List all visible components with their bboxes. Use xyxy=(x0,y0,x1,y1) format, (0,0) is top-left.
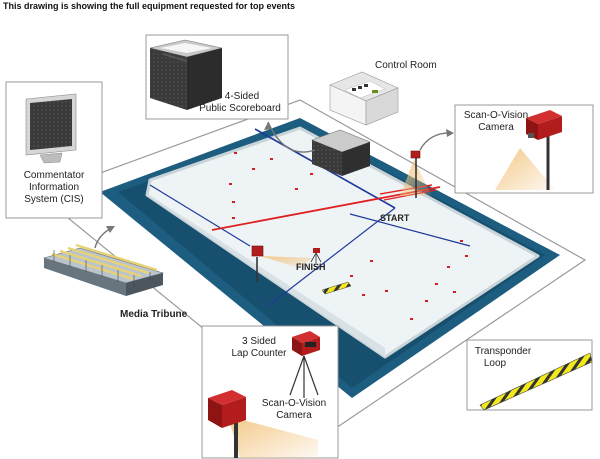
blue-line-3 xyxy=(267,207,396,307)
lap-counter-label-2: Lap Counter xyxy=(231,348,287,359)
lap-counter-callout xyxy=(201,325,339,459)
media-tribune-label: Media Tribune xyxy=(120,309,188,320)
control-room-label: Control Room xyxy=(375,60,437,71)
cis-label-2: Information xyxy=(28,182,80,193)
start-camera xyxy=(410,150,421,159)
ice-surface xyxy=(145,126,540,359)
control-room xyxy=(329,71,399,126)
scoreboard-callout xyxy=(145,34,289,120)
start-label: START xyxy=(380,213,410,223)
media-tribune-seats xyxy=(42,243,165,296)
transponder-callout xyxy=(466,339,593,411)
cis-callout xyxy=(5,81,103,219)
camera-bottom-label-2: Camera xyxy=(276,410,312,421)
blue-line-2 xyxy=(149,184,251,247)
scoreboard-label-1: 4-Sided xyxy=(224,91,260,102)
cis-label-3: System (CIS) xyxy=(24,194,84,205)
centre-scoreboard xyxy=(311,129,371,176)
finish-camera xyxy=(251,245,264,257)
finish-camera-beam xyxy=(260,256,312,268)
ice-transponder-loop xyxy=(321,281,352,295)
finish-label: FINISH xyxy=(296,262,326,272)
transponder-label-2: Loop xyxy=(483,358,507,369)
lap-counter-label-1: 3 Sided xyxy=(242,336,276,347)
camera-top-label-1: Scan-O-Vision xyxy=(463,110,529,121)
diagram-caption: This drawing is showing the full equipme… xyxy=(3,1,296,11)
ice-lap-counter xyxy=(310,248,322,263)
camera-top-callout xyxy=(454,104,594,194)
scoreboard-label-2: Public Scoreboard xyxy=(199,103,281,114)
cis-label-1: Commentator xyxy=(23,170,85,181)
ice-markers xyxy=(229,152,468,320)
camera-bottom-label-1: Scan-O-Vision xyxy=(261,398,327,409)
camera-top-label-2: Camera xyxy=(478,122,514,133)
transponder-label-1: Transponder xyxy=(474,346,532,357)
